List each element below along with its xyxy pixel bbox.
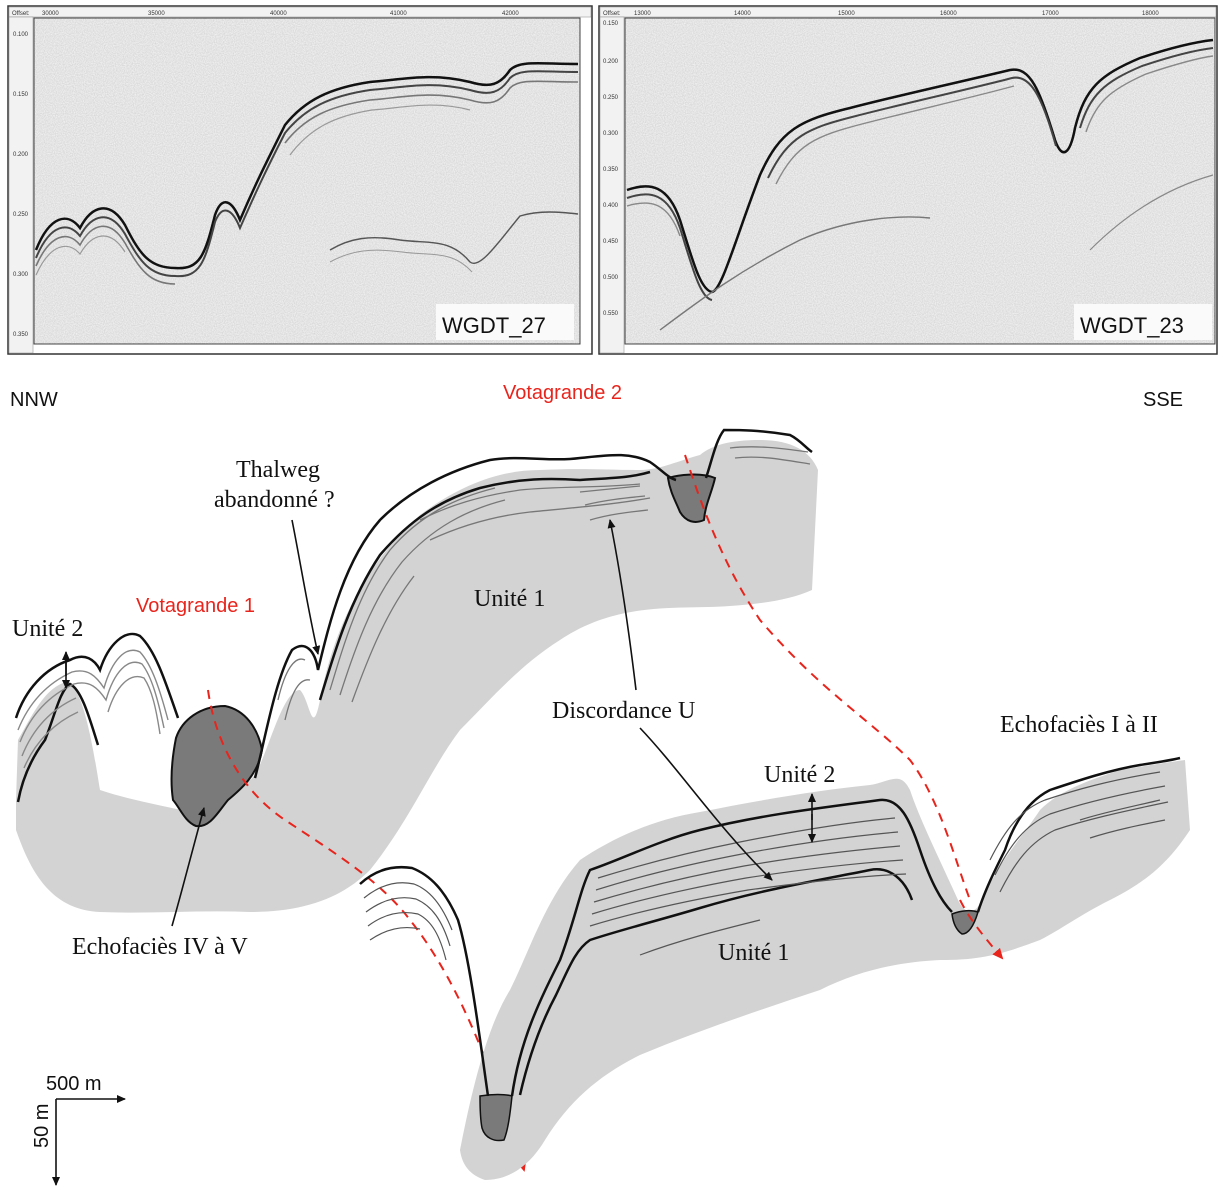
offset-label-right: Offset: (603, 11, 621, 17)
arrow-thalweg (291, 519, 321, 655)
scale-bar: 500 m 50 m (31, 1073, 126, 1186)
arrow-discordance-upper (607, 519, 637, 691)
y-ticks-right: 0.150 0.200 0.250 0.300 0.350 0.400 0.45… (603, 21, 619, 317)
label-unite2-lower: Unité 2 (764, 762, 835, 788)
y-tick: 0.150 (13, 92, 29, 98)
seafloor-reflector (626, 38, 1214, 294)
y-tick: 0.400 (603, 203, 619, 209)
y-tick: 0.100 (13, 32, 29, 38)
channel-label-votagrande-2: Votagrande 2 (503, 382, 622, 404)
x-tick: 15000 (838, 11, 855, 17)
x-ticks-left: 30000 35000 40000 41000 42000 (42, 11, 519, 17)
y-tick: 0.250 (603, 95, 619, 101)
votagrande-1-infill-lower (479, 1093, 513, 1142)
x-tick: 42000 (502, 11, 519, 17)
x-tick: 16000 (940, 11, 957, 17)
y-tick: 0.200 (13, 152, 29, 158)
label-unite1-lower: Unité 1 (718, 940, 789, 966)
votagrande-2-infill (666, 473, 717, 523)
y-tick: 0.450 (603, 239, 619, 245)
y-tick: 0.250 (13, 212, 29, 218)
label-echofacies-iv-v: Echofaciès IV à V (72, 934, 248, 960)
seismic-panel-wgdt23: Offset: 13000 14000 15000 16000 17000 18… (598, 5, 1218, 355)
label-unite2-upper: Unité 2 (12, 616, 83, 642)
y-tick: 0.550 (603, 311, 619, 317)
panel-label-right: WGDT_23 (1080, 313, 1184, 338)
x-tick: 40000 (270, 11, 287, 17)
label-thalweg-line1: Thalweg (236, 457, 320, 483)
y-tick: 0.200 (603, 59, 619, 65)
x-tick: 13000 (634, 11, 651, 17)
arrow-discordance-lower (639, 727, 773, 881)
discordance-u-lower (518, 868, 914, 1096)
echofacies-iv-v-infill (170, 704, 264, 828)
direction-nnw: NNW (10, 389, 58, 411)
offset-label-left: Offset: (12, 11, 30, 17)
seismic-panel-wgdt27: Offset: 30000 35000 40000 41000 42000 0.… (7, 5, 593, 355)
label-unite1-upper: Unité 1 (474, 586, 545, 612)
lower-interpretation (359, 756, 1190, 1180)
y-tick: 0.350 (603, 167, 619, 173)
label-thalweg-line2: abandonné ? (214, 487, 335, 513)
channel-axis-votagrande-2 (684, 454, 971, 901)
y-tick: 0.150 (603, 21, 619, 27)
votagrande-2-infill-lower (951, 909, 979, 935)
y-tick: 0.300 (13, 272, 29, 278)
x-tick: 18000 (1142, 11, 1159, 17)
panel-label-left: WGDT_27 (442, 313, 546, 338)
channel-axis-votagrande-1 (207, 689, 527, 1172)
x-tick: 35000 (148, 11, 165, 17)
y-ticks-left: 0.100 0.150 0.200 0.250 0.300 0.350 (13, 32, 29, 338)
direction-sse: SSE (1143, 389, 1183, 411)
x-ticks-right: 13000 14000 15000 16000 17000 18000 (634, 11, 1159, 17)
label-discordance: Discordance U (552, 698, 695, 724)
x-tick: 41000 (390, 11, 407, 17)
y-tick: 0.500 (603, 275, 619, 281)
scale-horizontal: 500 m (46, 1073, 102, 1095)
label-echofacies-i-ii: Echofaciès I à II (1000, 712, 1158, 738)
arrow-echofacies-iv-v (171, 807, 206, 927)
x-tick: 30000 (42, 11, 59, 17)
y-tick: 0.350 (13, 332, 29, 338)
x-tick: 14000 (734, 11, 751, 17)
seafloor-reflector (34, 61, 579, 270)
channel-label-votagrande-1: Votagrande 1 (136, 595, 255, 617)
discordance-u-upper (16, 682, 100, 803)
scale-vertical: 50 m (31, 1104, 53, 1148)
x-tick: 17000 (1042, 11, 1059, 17)
y-tick: 0.300 (603, 131, 619, 137)
